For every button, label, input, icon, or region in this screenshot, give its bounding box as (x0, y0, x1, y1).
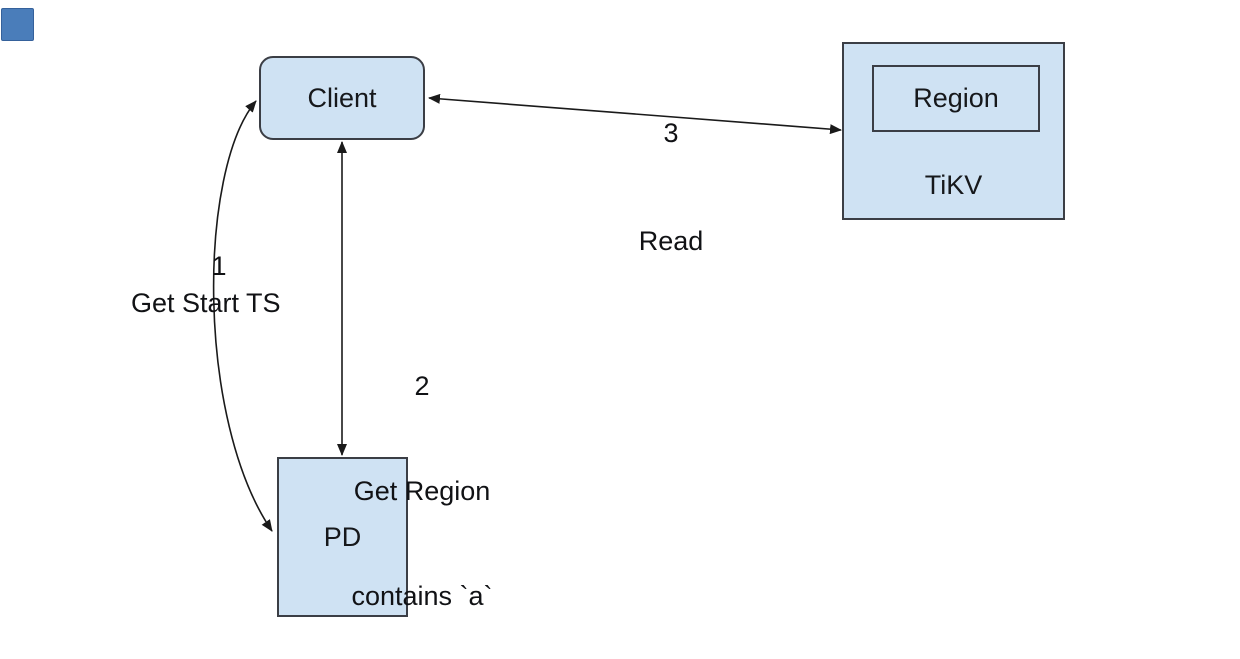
region-node: Region (872, 65, 1040, 132)
step2-line1: Get Region (353, 476, 491, 506)
step1-text-label: Get Start TS (131, 288, 281, 318)
tikv-node-label: TiKV (924, 170, 983, 200)
tikv-node: Region TiKV (842, 42, 1065, 220)
client-node: Client (259, 56, 425, 140)
pd-node: PD (277, 457, 408, 617)
pd-node-label: PD (323, 521, 362, 552)
step3-label: 3 Read (611, 43, 731, 331)
step2-label: 2 Get Region contains `a` (330, 299, 514, 659)
step1-number-label: 1 (211, 251, 227, 281)
corner-marker (1, 8, 34, 41)
step2-line2: contains `a` (351, 581, 493, 611)
step3-number: 3 (663, 118, 679, 148)
step2-number: 2 (414, 371, 430, 401)
client-node-label: Client (307, 82, 377, 113)
region-node-label: Region (913, 83, 999, 113)
step3-text: Read (638, 226, 704, 256)
